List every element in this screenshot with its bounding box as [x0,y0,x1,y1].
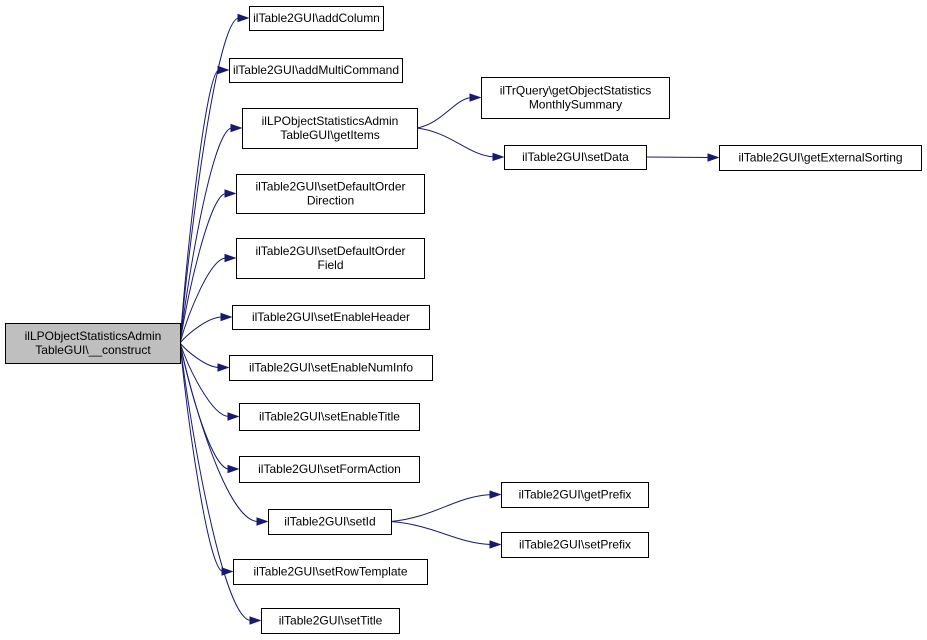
arrowhead-add-column [237,13,250,23]
node-label-set-id-line-1: ilTable2GUI\setId [284,515,375,529]
node-box-set-title [261,608,400,634]
edge-set-id-to-get-prefix [390,494,492,522]
node-set-row-template[interactable]: ilTable2GUI\setRowTemplate [233,559,428,585]
node-label-set-default-order-field-line-1: ilTable2GUI\setDefaultOrder [255,244,405,258]
node-set-prefix[interactable]: ilTable2GUI\setPrefix [501,532,649,558]
node-get-external-sorting[interactable]: ilTable2GUI\getExternalSorting [719,145,922,171]
node-label-root-line-1: ilLPObjectStatisticsAdmin [25,329,162,343]
node-get-object-statistics-monthly-summary[interactable]: ilTrQuery\getObjectStatisticsMonthlySumm… [481,77,670,119]
node-set-form-action[interactable]: ilTable2GUI\setFormAction [239,456,420,483]
node-label-get-external-sorting-line-1: ilTable2GUI\getExternalSorting [738,151,902,165]
node-root[interactable]: ilLPObjectStatisticsAdminTableGUI\__cons… [5,323,181,364]
edges-layer [179,13,720,625]
node-box-get-object-statistics-monthly-summary [481,77,670,119]
arrowhead-set-form-action [227,464,240,474]
node-label-set-default-order-direction-line-1: ilTable2GUI\setDefaultOrder [255,180,405,194]
node-box-add-multi-command [229,58,403,83]
edge-set-id-to-set-prefix [390,521,492,545]
arrowhead-set-enable-num-info [217,363,230,372]
node-box-get-prefix [501,482,649,508]
edge-get-items-to-get-object-statistics-monthly-summary [416,97,472,129]
node-box-set-id [268,509,392,535]
edge-root-to-set-default-order-field [179,257,227,344]
node-box-set-enable-header [232,305,430,330]
node-get-items[interactable]: ilLPObjectStatisticsAdminTableGUI\getIte… [242,108,418,149]
node-box-set-prefix [501,532,649,558]
nodes-layer: ilLPObjectStatisticsAdminTableGUI\__cons… [5,6,922,634]
node-add-multi-command[interactable]: ilTable2GUI\addMultiCommand [229,58,403,83]
node-label-get-items-line-1: ilLPObjectStatisticsAdmin [262,114,399,128]
node-label-add-column-line-1: ilTable2GUI\addColumn [253,11,380,25]
node-get-prefix[interactable]: ilTable2GUI\getPrefix [501,482,649,508]
node-set-enable-title[interactable]: ilTable2GUI\setEnableTitle [239,403,420,431]
node-box-set-form-action [239,456,420,483]
node-label-set-prefix-line-1: ilTable2GUI\setPrefix [519,538,631,552]
node-label-get-items-line-2: TableGUI\getItems [280,128,379,142]
node-set-title[interactable]: ilTable2GUI\setTitle [261,608,400,634]
edge-root-to-set-id [179,342,259,522]
edge-root-to-set-enable-header [179,316,223,344]
arrowhead-get-object-statistics-monthly-summary [469,93,482,102]
arrowhead-set-default-order-direction [224,189,237,198]
arrowhead-add-multi-command [217,65,230,75]
arrowhead-set-id [256,517,269,526]
node-set-data[interactable]: ilTable2GUI\setData [504,145,647,170]
node-label-set-default-order-field-line-2: Field [317,258,343,272]
node-box-get-external-sorting [719,145,922,171]
edge-root-to-set-enable-title [179,342,230,417]
edge-root-to-add-multi-command [179,69,220,344]
arrowhead-set-prefix [489,540,502,549]
node-set-enable-num-info[interactable]: ilTable2GUI\setEnableNumInfo [229,355,433,381]
arrowhead-get-prefix [489,490,502,499]
edge-root-to-set-enable-num-info [179,342,220,368]
edge-root-to-set-default-order-direction [179,193,227,344]
arrowhead-set-default-order-field [224,253,237,263]
arrowhead-set-enable-title [227,412,240,421]
node-box-get-items [242,108,418,149]
edge-root-to-set-title [179,342,252,621]
arrowhead-set-title [249,616,262,625]
node-label-set-enable-title-line-1: ilTable2GUI\setEnableTitle [259,410,400,424]
node-label-set-default-order-direction-line-2: Direction [307,194,354,208]
node-label-set-enable-header-line-1: ilTable2GUI\setEnableHeader [252,310,410,324]
node-set-enable-header[interactable]: ilTable2GUI\setEnableHeader [232,305,430,330]
node-box-set-default-order-direction [236,174,425,214]
arrowhead-get-external-sorting [707,153,720,162]
edge-root-to-get-items [179,127,233,344]
node-box-add-column [249,6,384,31]
node-set-id[interactable]: ilTable2GUI\setId [268,509,392,535]
node-box-set-default-order-field [236,238,425,279]
node-label-get-prefix-line-1: ilTable2GUI\getPrefix [519,488,632,502]
arrowhead-set-data [492,152,505,162]
edge-root-to-set-row-template [179,342,224,572]
node-label-set-row-template-line-1: ilTable2GUI\setRowTemplate [253,565,407,579]
node-label-set-title-line-1: ilTable2GUI\setTitle [279,614,383,628]
edge-root-to-add-column [179,17,240,344]
node-label-get-object-statistics-monthly-summary-line-1: ilTrQuery\getObjectStatistics [500,84,652,98]
node-label-add-multi-command-line-1: ilTable2GUI\addMultiCommand [233,63,399,77]
node-box-set-enable-num-info [229,355,433,381]
node-label-set-form-action-line-1: ilTable2GUI\setFormAction [258,462,401,476]
node-add-column[interactable]: ilTable2GUI\addColumn [249,6,384,31]
node-box-root [5,323,181,364]
node-label-root-line-2: TableGUI\__construct [35,343,151,357]
node-label-get-object-statistics-monthly-summary-line-2: MonthlySummary [529,98,622,112]
arrowhead-set-enable-header [220,312,233,322]
node-label-set-data-line-1: ilTable2GUI\setData [522,150,629,164]
node-box-set-row-template [233,559,428,585]
edge-get-items-to-set-data [416,127,495,158]
node-box-set-enable-title [239,403,420,431]
node-label-set-enable-num-info-line-1: ilTable2GUI\setEnableNumInfo [249,361,413,375]
node-box-set-data [504,145,647,170]
arrowhead-get-items [230,123,243,133]
